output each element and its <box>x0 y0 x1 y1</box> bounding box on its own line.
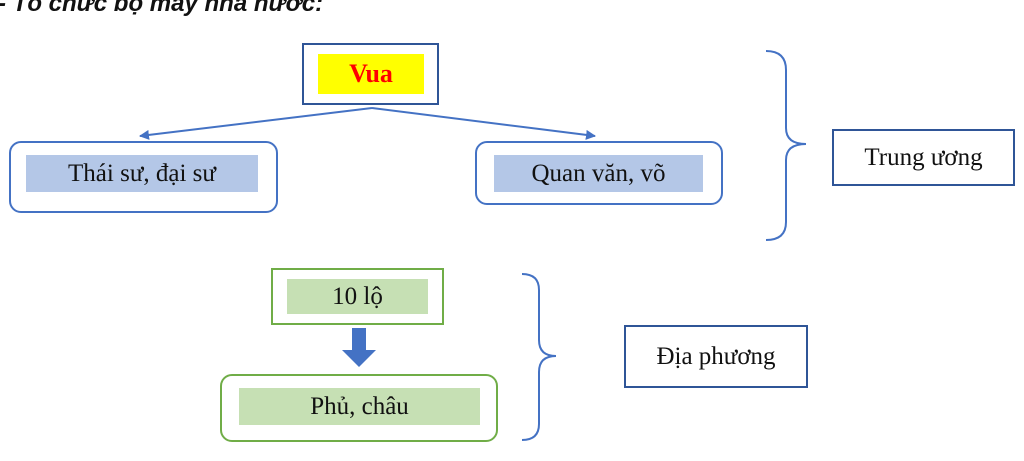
arrow-vua-to-thai-su <box>139 107 373 140</box>
dia-phuong-node <box>624 325 808 388</box>
phu-chau-label: Phủ, châu <box>239 388 480 425</box>
brace-dia-phuong <box>521 273 557 441</box>
trung-uong-node <box>832 129 1015 186</box>
section-heading: - Tổ chức bộ máy nhà nước: <box>0 0 324 17</box>
dia-phuong-label: Địa phương <box>656 342 776 370</box>
quan-van-vo-label: Quan văn, võ <box>494 155 703 192</box>
brace-trung-uong <box>765 50 807 241</box>
muoi-lo-label: 10 lộ <box>287 279 428 314</box>
arrow-vua-to-quan-van-vo <box>371 107 596 140</box>
vua-label: Vua <box>318 54 424 94</box>
down-arrow-icon <box>342 328 376 367</box>
thai-su-label: Thái sư, đại sư <box>26 155 258 192</box>
trung-uong-label: Trung ương <box>864 143 983 171</box>
